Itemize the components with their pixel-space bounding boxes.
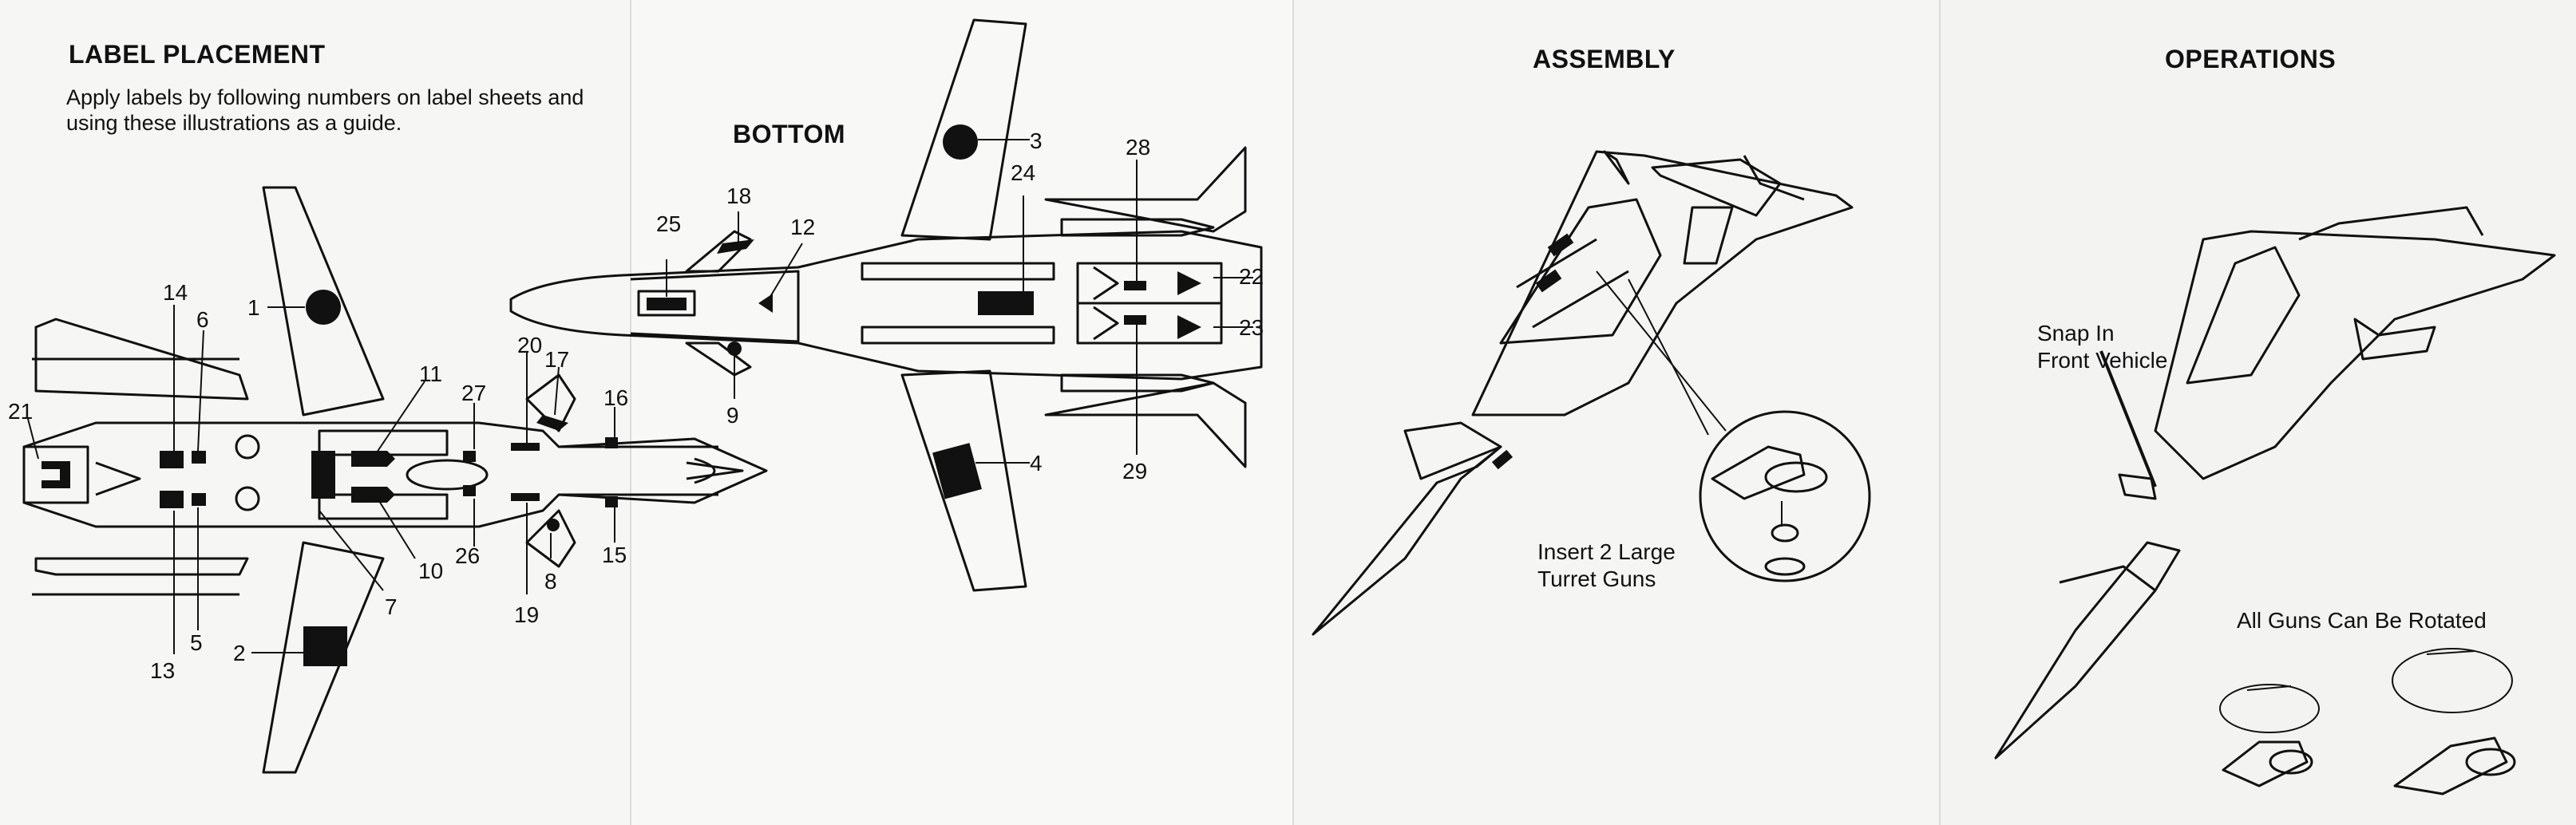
snap-in-line-1: Snap In xyxy=(2037,321,2115,345)
svg-text:8: 8 xyxy=(544,569,557,594)
svg-text:3: 3 xyxy=(1030,128,1043,153)
svg-text:11: 11 xyxy=(419,361,442,386)
label-placement-heading: LABEL PLACEMENT xyxy=(69,40,326,69)
fold-line xyxy=(630,0,631,825)
svg-text:10: 10 xyxy=(418,559,443,583)
instructions-line-2: using these illustrations as a guide. xyxy=(66,111,402,135)
svg-text:21: 21 xyxy=(8,399,33,424)
operations-robot-vehicle xyxy=(1994,206,2556,760)
operations-heading: OPERATIONS xyxy=(2165,45,2337,73)
svg-text:28: 28 xyxy=(1126,135,1150,160)
svg-text:17: 17 xyxy=(544,347,569,372)
bottom-heading: BOTTOM xyxy=(733,120,846,148)
rotating-turret-left xyxy=(2219,684,2320,788)
instructions-line-1: Apply labels by following numbers on lab… xyxy=(66,85,584,109)
top-view-jet xyxy=(22,186,768,774)
panel-assembly xyxy=(1293,0,1940,825)
svg-text:22: 22 xyxy=(1239,264,1264,289)
fold-line xyxy=(1939,0,1941,825)
svg-text:13: 13 xyxy=(150,658,175,683)
label-number-callouts: 1 2 3 4 5 6 7 8 9 10 11 12 13 14 15 16 1… xyxy=(8,128,1264,683)
panel-operations xyxy=(1940,0,2576,825)
svg-text:16: 16 xyxy=(603,385,628,410)
svg-text:20: 20 xyxy=(517,333,542,357)
svg-text:19: 19 xyxy=(514,602,539,627)
svg-text:26: 26 xyxy=(455,543,480,568)
bottom-view-jet xyxy=(509,18,1263,592)
svg-text:14: 14 xyxy=(163,280,188,305)
svg-text:25: 25 xyxy=(656,211,681,236)
assembly-heading: ASSEMBLY xyxy=(1533,45,1676,73)
svg-text:7: 7 xyxy=(385,594,398,619)
svg-text:12: 12 xyxy=(790,215,815,239)
svg-text:24: 24 xyxy=(1011,160,1035,185)
svg-text:5: 5 xyxy=(190,630,203,655)
fold-line xyxy=(1292,0,1294,825)
svg-text:4: 4 xyxy=(1030,451,1043,476)
turret-gun-detail xyxy=(1596,270,1871,582)
svg-text:15: 15 xyxy=(602,543,627,567)
svg-text:18: 18 xyxy=(726,184,751,208)
svg-text:23: 23 xyxy=(1239,315,1264,340)
assembly-robot-vehicle xyxy=(1312,150,1854,636)
svg-text:2: 2 xyxy=(233,641,246,665)
svg-text:6: 6 xyxy=(196,307,209,332)
turret-callout-line-2: Turret Guns xyxy=(1537,566,1656,591)
svg-text:1: 1 xyxy=(247,295,260,320)
svg-text:29: 29 xyxy=(1122,459,1147,484)
turret-callout-line-1: Insert 2 Large xyxy=(1537,539,1676,564)
rotating-turret-right xyxy=(2392,648,2516,795)
svg-text:27: 27 xyxy=(461,381,486,405)
svg-text:9: 9 xyxy=(726,403,739,428)
guns-rotate-caption: All Guns Can Be Rotated xyxy=(2237,608,2487,633)
